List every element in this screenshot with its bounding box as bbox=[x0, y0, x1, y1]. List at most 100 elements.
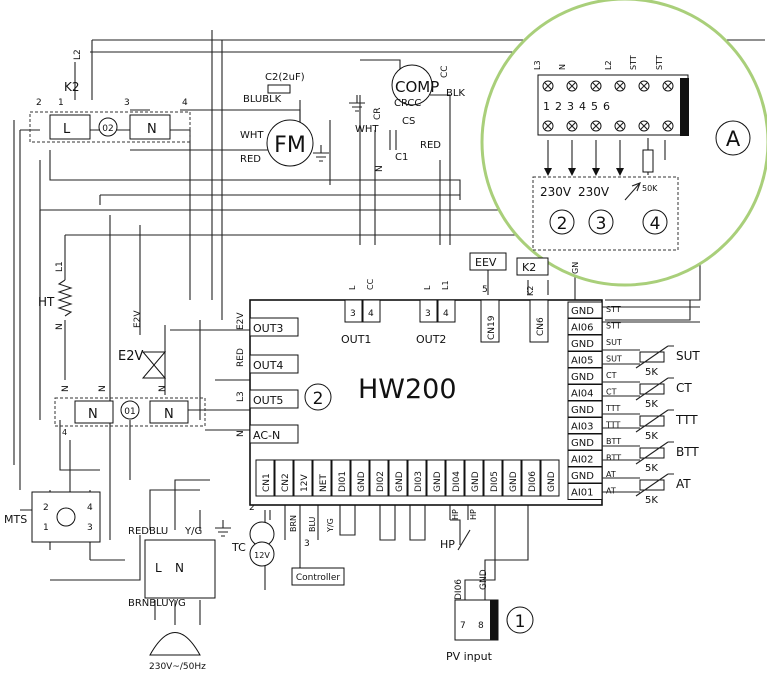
bottom-pin-box bbox=[255, 459, 275, 497]
left-port-label: OUT5 bbox=[253, 394, 283, 407]
zoom-screw-slot bbox=[568, 122, 576, 130]
top-port-label: OUT2 bbox=[416, 333, 446, 346]
right-pin-label: AI02 bbox=[571, 455, 594, 466]
svg-text:BLUBLK: BLUBLK bbox=[243, 94, 282, 105]
cn6-label: CN6 bbox=[536, 317, 546, 336]
top-pin-number: 4 bbox=[368, 309, 374, 319]
top-pin-box bbox=[344, 299, 363, 323]
top-pin-number: 4 bbox=[443, 309, 449, 319]
zoom-row-number: 2 bbox=[555, 100, 562, 113]
svg-text:3: 3 bbox=[304, 539, 310, 549]
svg-text:BLK: BLK bbox=[446, 88, 465, 99]
sensor-arrow bbox=[635, 473, 674, 497]
valve-e2v: E2V E2V bbox=[118, 310, 167, 379]
bottom-pin-label: DI05 bbox=[490, 471, 500, 492]
sensor-name: AT bbox=[676, 477, 691, 491]
hp-switch: HP bbox=[440, 529, 471, 551]
svg-text:RED: RED bbox=[420, 140, 441, 151]
bottom-pin-wire: Y/G bbox=[326, 518, 335, 533]
left-port-label: OUT3 bbox=[253, 322, 283, 335]
top-port-label: OUT1 bbox=[341, 333, 371, 346]
zoom-terminal-end bbox=[680, 78, 689, 136]
svg-text:CS: CS bbox=[402, 116, 415, 127]
zoom-screw-slot bbox=[616, 82, 624, 90]
zoom-row-number: 5 bbox=[591, 100, 598, 113]
bottom-pin-box bbox=[483, 459, 503, 497]
svg-text:2: 2 bbox=[36, 98, 42, 108]
right-pin-wire: SUT bbox=[606, 338, 622, 347]
svg-text:CR: CR bbox=[373, 107, 383, 120]
bottom-pin-box bbox=[388, 459, 408, 497]
svg-text:N: N bbox=[98, 385, 108, 392]
sensor-arrow bbox=[635, 345, 674, 369]
k2-label: K2 bbox=[522, 261, 536, 274]
svg-text:RED: RED bbox=[240, 154, 261, 165]
sensor-lead bbox=[602, 477, 640, 493]
top-pin-box bbox=[419, 299, 438, 323]
svg-text:FM: FM bbox=[274, 133, 306, 158]
eev-box bbox=[469, 252, 507, 271]
fan-motor-circle bbox=[266, 119, 314, 167]
cn19-wire: 5 bbox=[482, 285, 488, 295]
left-port-box bbox=[249, 389, 299, 409]
svg-text:N: N bbox=[375, 165, 385, 172]
relay-k2: K2 L2 L N 02 2 1 3 4 bbox=[29, 49, 191, 143]
svg-text:PV input: PV input bbox=[446, 650, 493, 663]
right-pin-wire: BTT bbox=[606, 454, 621, 463]
bottom-pin-label: DI03 bbox=[414, 471, 424, 492]
svg-text:CC: CC bbox=[440, 65, 450, 78]
zoom-row-number: 1 bbox=[543, 100, 550, 113]
svg-text:REDBLU: REDBLU bbox=[128, 526, 168, 537]
svg-text:L: L bbox=[155, 561, 162, 575]
svg-text:4: 4 bbox=[62, 428, 67, 437]
left-port-box bbox=[249, 317, 299, 337]
bottom-pin-box bbox=[521, 459, 541, 497]
top-pin-box bbox=[362, 299, 381, 323]
bottom-pin-box bbox=[293, 459, 313, 497]
right-pin-wire: AT bbox=[606, 487, 616, 496]
sensor-lead bbox=[602, 445, 640, 461]
top-pin-box bbox=[437, 299, 456, 323]
svg-text:A: A bbox=[726, 127, 741, 151]
tc-transformer: TC 2 12V bbox=[231, 503, 275, 567]
cn6-wire-gn: GN bbox=[571, 262, 580, 274]
svg-text:HP: HP bbox=[440, 538, 455, 551]
bottom-pin-box bbox=[369, 459, 389, 497]
right-pin-wire: CT bbox=[606, 371, 617, 380]
svg-text:N: N bbox=[147, 122, 157, 137]
svg-text:BRNBLUY/G: BRNBLUY/G bbox=[128, 598, 186, 609]
bottom-pin-box bbox=[312, 459, 332, 497]
zoom-voltage-1: 230V bbox=[540, 185, 572, 199]
zoom-header-label: L2 bbox=[604, 60, 613, 70]
svg-text:E2V: E2V bbox=[118, 349, 143, 364]
svg-text:1: 1 bbox=[515, 612, 526, 632]
svg-text:HT: HT bbox=[38, 295, 55, 309]
fan-ground-icon bbox=[313, 145, 329, 162]
bottom-pin-label: NET bbox=[319, 474, 329, 492]
zoom-header-label: STT bbox=[629, 55, 638, 70]
heater: HT L1 N bbox=[38, 261, 73, 330]
sensor-arrow bbox=[635, 409, 674, 433]
svg-text:2: 2 bbox=[249, 503, 255, 513]
zoom-header-label: N bbox=[558, 64, 567, 70]
fan-motor: C2(2uF) BLUBLK WHT RED FM bbox=[240, 72, 329, 167]
right-pin-label: GND bbox=[571, 372, 594, 383]
sensor-lead bbox=[602, 413, 640, 429]
svg-text:02: 02 bbox=[102, 124, 113, 134]
zoom-header-label: L3 bbox=[533, 60, 542, 70]
svg-text:GND: GND bbox=[479, 569, 489, 590]
sensor-value: 5K bbox=[645, 463, 658, 474]
zoom-screw-slot bbox=[544, 82, 552, 90]
right-pin-label: AI03 bbox=[571, 422, 594, 433]
svg-text:DI06: DI06 bbox=[454, 579, 464, 600]
eev-label: EEV bbox=[475, 256, 497, 269]
svg-text:3: 3 bbox=[87, 523, 93, 533]
zoom-voltage-2: 230V bbox=[578, 185, 610, 199]
bottom-pin-box bbox=[445, 459, 465, 497]
svg-text:Controller: Controller bbox=[296, 573, 341, 583]
svg-text:4: 4 bbox=[87, 503, 93, 513]
controller: 3 Controller bbox=[291, 539, 345, 586]
